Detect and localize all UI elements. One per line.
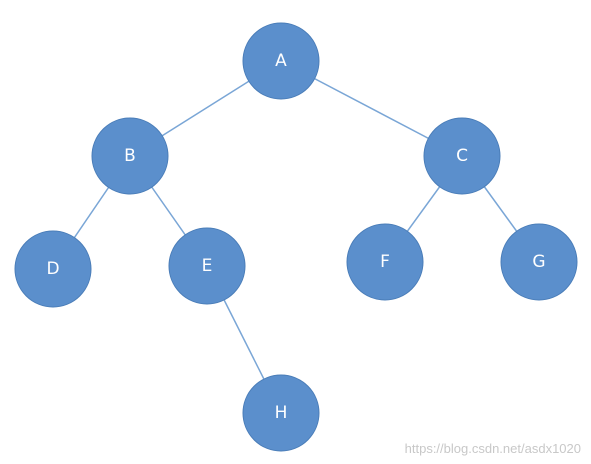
node-circle [423, 117, 501, 195]
node-b: B [91, 117, 169, 195]
node-label: C [456, 146, 468, 166]
node-label: F [380, 252, 390, 272]
tree-edges [52, 60, 540, 414]
node-label: D [46, 259, 59, 279]
node-circle [14, 230, 92, 308]
node-a: A [242, 22, 320, 100]
node-label: A [275, 51, 287, 71]
node-g: G [500, 223, 578, 301]
node-circle [242, 22, 320, 100]
node-f: F [346, 223, 424, 301]
node-circle [500, 223, 578, 301]
node-e: E [168, 227, 246, 305]
tree-nodes: A B C D E F G H [14, 22, 578, 452]
node-circle [91, 117, 169, 195]
node-d: D [14, 230, 92, 308]
node-circle [168, 227, 246, 305]
node-circle [242, 374, 320, 452]
node-circle [346, 223, 424, 301]
node-label: E [202, 256, 213, 276]
node-label: B [124, 146, 136, 166]
watermark: https://blog.csdn.net/asdx1020 [404, 441, 581, 456]
node-label: H [275, 403, 288, 423]
node-c: C [423, 117, 501, 195]
node-label: G [532, 252, 545, 272]
node-h: H [242, 374, 320, 452]
